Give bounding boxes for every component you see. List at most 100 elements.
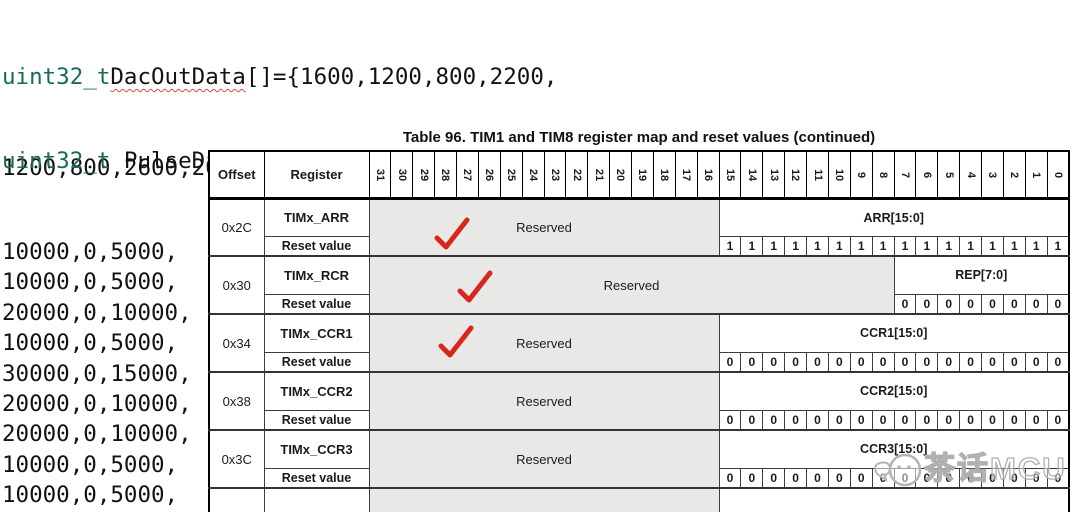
reset-bit-cell: 0 <box>871 409 895 431</box>
reserved-cell: Reserved <box>368 255 895 315</box>
keyword-uint32: uint32_t <box>2 63 111 90</box>
reset-bit-cell: 0 <box>937 293 961 315</box>
code-line-declaration[interactable]: uint32_tDacOutData[]={1600,1200,800,2200… <box>2 62 557 92</box>
reset-bit-cell: 0 <box>937 409 961 431</box>
offset-cell: 0x2C <box>208 197 265 257</box>
reset-bit-cell: 1 <box>915 235 939 257</box>
reset-bit-cell: 0 <box>718 467 742 489</box>
header-bit-20: 20 <box>609 150 632 200</box>
header-bit-15: 15 <box>718 150 742 200</box>
code-line-values[interactable]: 10000,0,5000, <box>2 269 179 296</box>
reset-bit-cell: 0 <box>718 409 742 431</box>
offset-cell: 0x3C <box>208 429 265 489</box>
header-bit-31: 31 <box>368 150 392 200</box>
header-offset: Offset <box>208 150 265 200</box>
reset-bit-cell: 0 <box>784 351 807 373</box>
offset-cell: 0x30 <box>208 255 265 315</box>
header-bit-12: 12 <box>784 150 807 200</box>
field-cell: CCR2[15:0] <box>718 371 1070 411</box>
register-name-cell: TIMx_CCR3 <box>263 429 370 469</box>
register-name-cell: TIMx_RCR <box>263 255 370 295</box>
header-bit-7: 7 <box>893 150 917 200</box>
reset-bit-cell: 1 <box>893 235 917 257</box>
reset-bit-cell: 0 <box>1002 351 1026 373</box>
reset-bit-cell: 0 <box>1024 409 1048 431</box>
header-bit-11: 11 <box>806 150 829 200</box>
reserved-cell <box>368 487 720 512</box>
reset-bit-cell: 1 <box>937 235 961 257</box>
reset-bit-cell: 0 <box>915 293 939 315</box>
reserved-cell: Reserved <box>368 429 720 489</box>
reset-bit-cell: 0 <box>981 467 1004 489</box>
reset-bit-cell: 1 <box>740 235 764 257</box>
reset-bit-cell: 1 <box>784 235 807 257</box>
reset-bit-cell: 0 <box>959 409 982 431</box>
header-bit-13: 13 <box>762 150 786 200</box>
reset-bit-cell: 0 <box>959 351 982 373</box>
reset-bit-cell: 0 <box>871 351 895 373</box>
header-bit-24: 24 <box>521 150 545 200</box>
header-bit-1: 1 <box>1024 150 1048 200</box>
field-cell: REP[7:0] <box>893 255 1070 295</box>
header-bit-25: 25 <box>499 150 523 200</box>
reset-bit-cell: 0 <box>849 351 873 373</box>
reset-bit-cell: 0 <box>1046 409 1070 431</box>
code-line-values[interactable]: 10000,0,5000, <box>2 482 179 509</box>
reset-bit-cell: 0 <box>740 467 764 489</box>
header-bit-22: 22 <box>565 150 589 200</box>
reset-bit-cell: 0 <box>981 409 1004 431</box>
reset-bit-cell: 1 <box>1002 235 1026 257</box>
code-line-values[interactable]: 20000,0,10000, <box>2 299 192 326</box>
code-line-values[interactable]: 10000,0,5000, <box>2 239 179 266</box>
reset-bit-cell: 0 <box>937 351 961 373</box>
table-title: Table 96. TIM1 and TIM8 register map and… <box>402 129 876 146</box>
code-line-values[interactable]: 20000,0,10000, <box>2 391 192 418</box>
reset-bit-cell: 0 <box>806 467 829 489</box>
offset-cell <box>208 487 265 512</box>
reset-bit-cell: 0 <box>827 409 851 431</box>
reset-bit-cell: 1 <box>849 235 873 257</box>
header-bit-23: 23 <box>543 150 567 200</box>
reset-value-label: Reset value <box>263 409 370 431</box>
offset-cell: 0x34 <box>208 313 265 373</box>
reset-bit-cell: 1 <box>1046 235 1070 257</box>
field-cell: ARR[15:0] <box>718 197 1070 237</box>
code-line-values[interactable]: 10000,0,5000, <box>2 451 179 478</box>
reset-bit-cell: 0 <box>893 351 917 373</box>
reset-value-label: Reset value <box>263 351 370 373</box>
reset-bit-cell: 0 <box>1002 409 1026 431</box>
pulsedata-value-lines: 10000,0,5000, 10000,0,5000, 20000,0,10000,… <box>2 237 517 512</box>
reset-bit-cell: 0 <box>849 467 873 489</box>
reset-bit-cell: 0 <box>849 409 873 431</box>
register-name-cell: TIMx_ARR <box>263 197 370 237</box>
reset-bit-cell: 0 <box>1046 467 1070 489</box>
header-bit-0: 0 <box>1046 150 1070 200</box>
header-bit-6: 6 <box>915 150 939 200</box>
reset-bit-cell: 1 <box>827 235 851 257</box>
reset-bit-cell: 0 <box>1046 351 1070 373</box>
header-bit-3: 3 <box>981 150 1004 200</box>
code-line-values[interactable]: 10000,0,5000, <box>2 330 179 357</box>
reset-value-label: Reset value <box>263 235 370 257</box>
code-line-values[interactable]: 20000,0,10000, <box>2 421 192 448</box>
reset-bit-cell: 0 <box>784 409 807 431</box>
header-bit-4: 4 <box>959 150 982 200</box>
reset-bit-cell: 0 <box>718 351 742 373</box>
reset-bit-cell: 1 <box>806 235 829 257</box>
header-register: Register <box>263 150 370 200</box>
code-line-values[interactable]: 30000,0,15000, <box>2 360 192 387</box>
header-bit-29: 29 <box>412 150 436 200</box>
reset-bit-cell: 0 <box>740 351 764 373</box>
header-bit-17: 17 <box>674 150 698 200</box>
reset-bit-cell: 0 <box>1024 293 1048 315</box>
field-cell <box>718 487 1070 512</box>
header-bit-21: 21 <box>587 150 611 200</box>
reset-bit-cell: 0 <box>740 409 764 431</box>
reset-value-label: Reset value <box>263 293 370 315</box>
register-row-partial <box>208 487 1070 512</box>
header-bit-26: 26 <box>477 150 501 200</box>
